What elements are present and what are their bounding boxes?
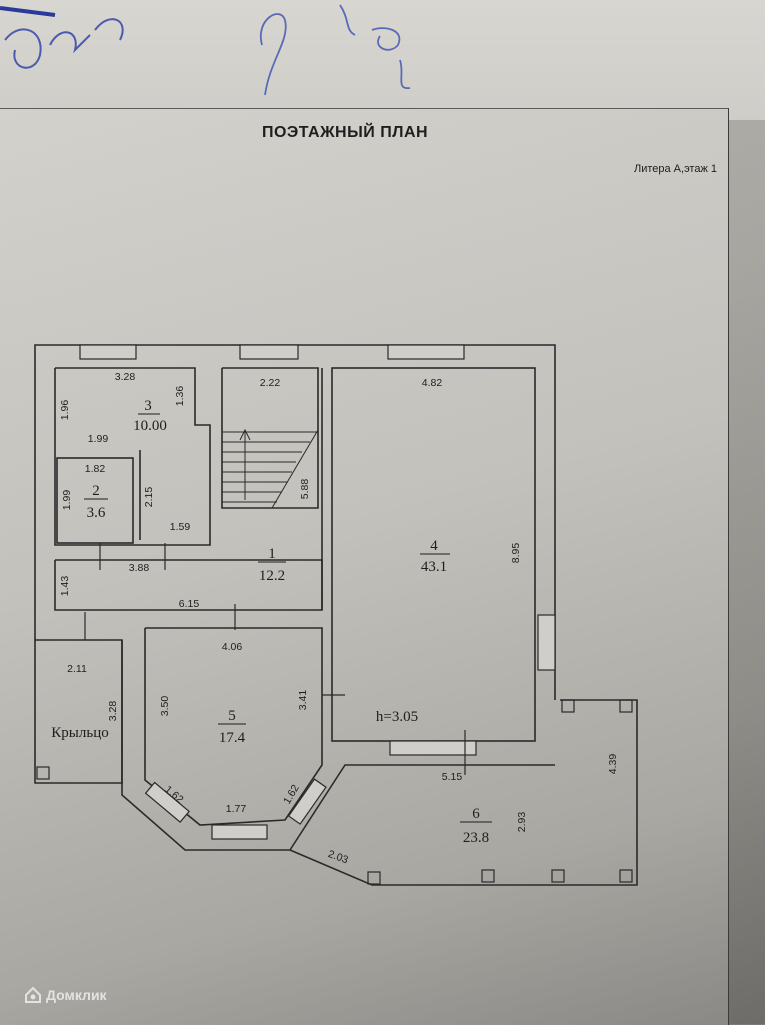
- dim-room3-left: 1.96: [59, 400, 71, 421]
- house-logo-icon: [25, 986, 41, 1003]
- dim-room6-inner: 2.93: [516, 812, 528, 833]
- outer-wall-top: [34, 344, 556, 700]
- ceiling-height-label: h=3.05: [376, 709, 418, 725]
- background-paper: [0, 0, 765, 120]
- dim-room5-top: 4.06: [222, 641, 243, 653]
- room1-area: 12.2: [259, 568, 285, 584]
- window: [239, 344, 299, 360]
- room5-outer-wall: [121, 640, 555, 851]
- room-labels: 3 10.00 2 3.6 1 12.2 4 43.1 5 17.4 6 23.…: [51, 398, 492, 846]
- dim-room2-left: 1.99: [61, 490, 73, 511]
- room5-area: 17.4: [219, 730, 246, 746]
- dim-hall-mid: 3.88: [129, 562, 150, 574]
- room5-walls: [144, 627, 323, 826]
- dim-hall-inner-bottom: 1.59: [170, 521, 191, 533]
- window: [211, 824, 268, 840]
- litera-label: Литера А,этаж 1: [633, 163, 717, 175]
- dim-room6-right: 4.39: [607, 754, 619, 775]
- dim-hall-left: 1.43: [59, 576, 71, 597]
- dim-room3-right: 1.36: [174, 386, 186, 407]
- columns: [36, 699, 633, 885]
- room6-walls: [289, 699, 638, 886]
- window: [389, 740, 477, 756]
- dim-room3-top: 3.28: [115, 371, 136, 383]
- room2-walls: [56, 457, 134, 544]
- dim-hall-bottom: 6.15: [179, 598, 200, 610]
- dim-room5-left: 3.50: [159, 696, 171, 717]
- dim-room5-right: 3.41: [297, 690, 309, 711]
- dim-room6-top: 5.15: [442, 771, 463, 783]
- door-marks: [84, 543, 466, 775]
- room3-area: 10.00: [133, 418, 167, 434]
- window: [537, 614, 556, 671]
- dim-porch-top: 2.11: [67, 663, 87, 675]
- dim-room6-bottom: 2.03: [326, 848, 349, 866]
- dim-room4-top: 4.82: [422, 377, 443, 389]
- staircase: [222, 428, 319, 509]
- dim-room3-bottom: 1.99: [88, 433, 109, 445]
- room1-number: 1: [268, 546, 276, 562]
- stair-walls: [221, 367, 319, 509]
- room4-area: 43.1: [421, 559, 447, 575]
- plan-title: ПОЭТАЖНЫЙ ПЛАН: [261, 124, 429, 141]
- dim-porch-right: 3.28: [107, 701, 119, 722]
- domclick-watermark: Домклик: [24, 986, 107, 1004]
- room5-number: 5: [228, 708, 236, 724]
- dim-room2-top: 1.82: [85, 463, 106, 475]
- window: [387, 344, 465, 360]
- window: [287, 778, 327, 825]
- room6-number: 6: [472, 806, 480, 822]
- dim-hall-stair-vert: 5.88: [299, 479, 311, 500]
- room3-number: 3: [144, 398, 152, 414]
- dim-room4-right: 8.95: [510, 543, 522, 564]
- room3-walls: [54, 367, 211, 546]
- porch-label: Крыльцо: [51, 725, 108, 741]
- dim-stair-top: 2.22: [260, 377, 281, 389]
- window: [79, 344, 137, 360]
- dim-hall-inner-vert: 2.15: [143, 487, 155, 508]
- room4-number: 4: [430, 538, 438, 554]
- room2-area: 3.6: [87, 505, 106, 521]
- room6-area: 23.8: [463, 830, 489, 846]
- document-sheet: [0, 108, 729, 1025]
- handwriting-scribbles: [0, 4, 411, 96]
- watermark-text: Домклик: [46, 987, 107, 1003]
- windows: [79, 344, 556, 840]
- dim-room5-bay-bottom: 1.77: [226, 803, 247, 815]
- window: [144, 781, 190, 823]
- room2-number: 2: [92, 483, 100, 499]
